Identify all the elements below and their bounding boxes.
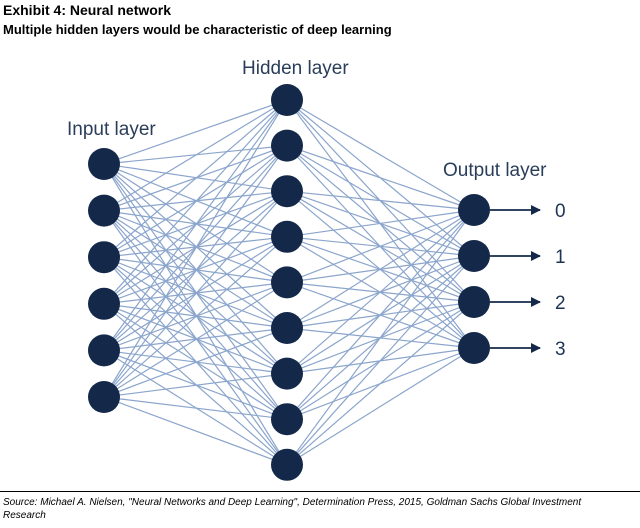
hidden-layer-label: Hidden layer (242, 58, 349, 79)
edge-input-5-hidden-4 (103, 281, 288, 398)
edge-hidden-7-output-0 (286, 209, 475, 420)
connection-lines (103, 99, 475, 466)
hidden-node-0 (271, 84, 303, 116)
edge-input-5-hidden-2 (103, 190, 288, 398)
hidden-node-8 (271, 448, 303, 481)
exhibit-subtitle: Multiple hidden layers would be characte… (3, 22, 392, 37)
hidden-node-6 (271, 357, 303, 390)
edge-hidden-3-output-0 (286, 209, 475, 238)
edge-input-5-hidden-1 (103, 145, 288, 398)
output-node-2 (458, 286, 490, 318)
hidden-node-3 (271, 220, 303, 253)
edge-input-3-hidden-0 (103, 99, 288, 305)
hidden-node-1 (271, 129, 303, 162)
edge-input-4-hidden-0 (103, 99, 288, 351)
edge-hidden-6-output-0 (286, 209, 475, 375)
edge-input-5-hidden-8 (103, 396, 288, 466)
edge-input-5-hidden-7 (103, 396, 288, 420)
output-label-0: 0 (555, 201, 566, 222)
output-labels: 0 1 2 3 (555, 201, 566, 360)
output-arrows (490, 205, 541, 353)
output-label-1: 1 (555, 247, 566, 268)
hidden-node-2 (271, 175, 303, 208)
output-label-3: 3 (555, 339, 566, 360)
input-node-4 (88, 334, 120, 367)
output-node-1 (458, 240, 490, 272)
edge-hidden-4-output-0 (286, 209, 475, 283)
edge-hidden-0-output-0 (286, 99, 475, 211)
edge-input-0-hidden-0 (103, 99, 288, 165)
edge-hidden-8-output-1 (286, 255, 475, 466)
input-node-0 (88, 148, 120, 180)
output-layer-label: Output layer (443, 160, 547, 181)
edge-input-1-hidden-0 (103, 99, 288, 212)
hidden-node-4 (271, 266, 303, 299)
edge-hidden-5-output-0 (286, 209, 475, 329)
hidden-node-5 (271, 312, 303, 344)
edge-hidden-1-output-0 (286, 145, 475, 211)
source-note: Source: Michael A. Nielsen, "Neural Netw… (3, 497, 582, 521)
input-node-1 (88, 194, 120, 227)
edge-input-5-hidden-6 (103, 373, 288, 398)
edge-input-5-hidden-0 (103, 99, 288, 398)
input-node-5 (88, 381, 120, 413)
edge-hidden-8-output-2 (286, 301, 475, 466)
edge-input-5-hidden-3 (103, 236, 288, 398)
exhibit-title: Exhibit 4: Neural network (3, 2, 172, 18)
output-node-0 (458, 194, 490, 226)
edge-hidden-8-output-3 (286, 347, 475, 466)
input-node-2 (88, 241, 120, 274)
edge-hidden-2-output-0 (286, 190, 475, 211)
edge-hidden-8-output-0 (286, 209, 475, 466)
footer-divider (0, 491, 640, 492)
input-node-3 (88, 287, 120, 320)
hidden-node-7 (271, 403, 303, 436)
edge-input-5-hidden-5 (103, 327, 288, 398)
input-layer-label: Input layer (67, 119, 156, 140)
output-node-3 (458, 332, 490, 364)
edge-input-2-hidden-0 (103, 99, 288, 258)
output-label-2: 2 (555, 293, 566, 314)
network-nodes (88, 84, 490, 481)
